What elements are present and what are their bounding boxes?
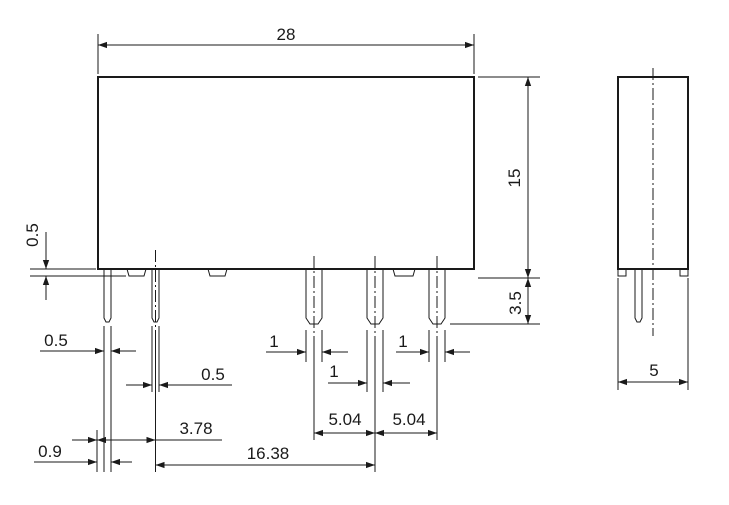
dim-pitch-a: 5.04 <box>328 410 361 429</box>
dim-pin-length: 3.5 <box>506 291 525 315</box>
dim-length: 28 <box>277 25 296 44</box>
side-view: 5 <box>617 68 689 390</box>
front-view: 28 15 3.5 0.5 0.5 0.5 1 1 1 5.04 5.04 3.… <box>23 25 540 472</box>
dim-span: 16.38 <box>247 444 290 463</box>
dim-first-pitch: 3.78 <box>179 419 212 438</box>
dim-side-width: 5 <box>649 361 658 380</box>
pin-1 <box>103 269 112 323</box>
dim-edge-offset: 0.9 <box>38 442 62 461</box>
dim-standoff: 0.5 <box>23 223 42 247</box>
dim-right-pin-thickness: 1 <box>329 362 338 381</box>
dim-right-pin-width-b: 1 <box>398 332 407 351</box>
body-feet <box>126 268 416 277</box>
dimension-lines <box>34 41 532 469</box>
dim-pin-width: 0.5 <box>44 331 68 350</box>
dim-pitch-b: 5.04 <box>392 410 425 429</box>
extension-lines <box>30 34 540 472</box>
side-pin <box>634 269 643 323</box>
dim-right-pin-width-a: 1 <box>269 332 278 351</box>
dim-pin-thickness: 0.5 <box>201 365 225 384</box>
pins <box>103 250 446 340</box>
dimension-labels: 28 15 3.5 0.5 0.5 0.5 1 1 1 5.04 5.04 3.… <box>23 25 525 463</box>
relay-body <box>97 76 475 270</box>
dim-height: 15 <box>505 169 524 188</box>
